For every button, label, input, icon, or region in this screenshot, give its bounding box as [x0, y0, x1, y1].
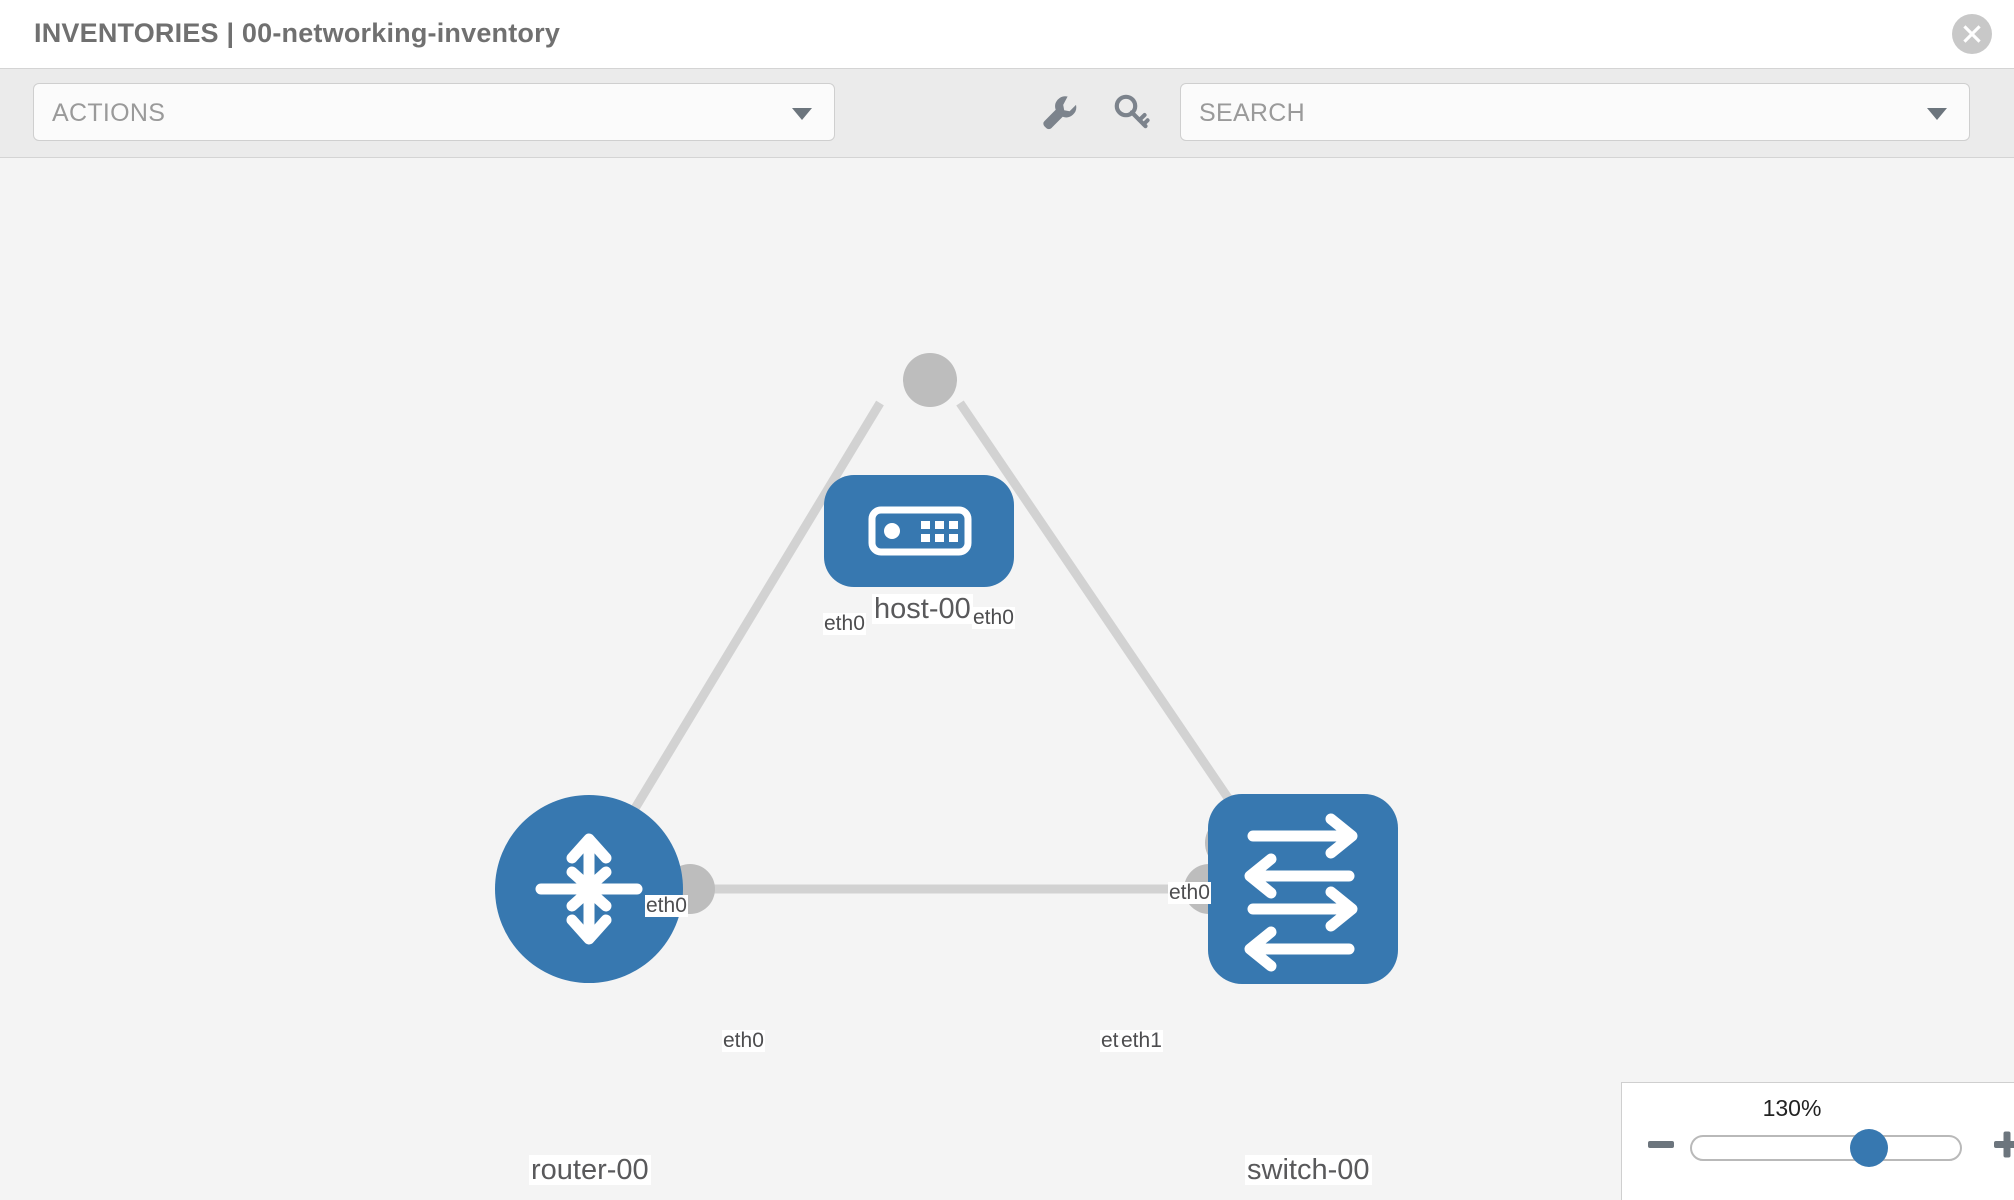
link-host-switch[interactable]: [956, 400, 1266, 851]
iface-label-switch-up: eth0: [1168, 881, 1211, 905]
iface-label-host-right: eth0: [972, 606, 1015, 630]
minus-icon[interactable]: [1644, 1127, 1678, 1161]
router-arrows-icon: [535, 833, 643, 945]
node-switch-00[interactable]: [1208, 794, 1398, 984]
actions-dropdown-label: ACTIONS: [52, 99, 166, 127]
plus-icon[interactable]: [1990, 1127, 2014, 1161]
actions-dropdown[interactable]: ACTIONS: [33, 83, 835, 141]
search-input[interactable]: [1199, 99, 1859, 128]
zoom-slider-thumb[interactable]: [1850, 1129, 1888, 1167]
topology-links: [601, 400, 1266, 894]
link-host-router[interactable]: [601, 400, 884, 861]
zoom-slider[interactable]: [1690, 1135, 1962, 1161]
search-field[interactable]: [1180, 83, 1970, 141]
wrench-icon[interactable]: [1038, 91, 1080, 133]
page-title: INVENTORIES | 00-networking-inventory: [34, 18, 561, 48]
node-switch-00-shape[interactable]: [1208, 794, 1398, 984]
node-host-00-shape[interactable]: [824, 475, 1014, 587]
chevron-down-icon[interactable]: [1927, 108, 1947, 120]
node-router-00[interactable]: [495, 795, 683, 983]
topology-canvas[interactable]: host-00 router-00 switch-00 eth0 eth0 et…: [0, 158, 2014, 1200]
iface-label-host-left: eth0: [823, 612, 866, 636]
key-icon[interactable]: [1110, 91, 1152, 133]
iface-label-switch-left: eth1: [1120, 1029, 1163, 1053]
iface-label-router-up: eth0: [645, 894, 688, 918]
server-icon: [868, 506, 972, 556]
topology-connectors: [665, 353, 1259, 914]
node-label-switch-00: switch-00: [1245, 1154, 1372, 1186]
node-label-host-00: host-00: [872, 593, 973, 625]
topology-graph: [495, 353, 1398, 984]
toolbar: ACTIONS: [0, 68, 2014, 158]
close-icon[interactable]: [1952, 14, 1992, 54]
zoom-level-value: 130%: [1762, 1095, 1822, 1121]
chevron-down-icon: [792, 108, 812, 120]
zoom-control-panel: 130%: [1621, 1082, 2014, 1200]
switch-arrows-icon: [1244, 813, 1358, 972]
title-bar: INVENTORIES | 00-networking-inventory: [0, 0, 2014, 68]
node-host-00[interactable]: [824, 475, 1014, 587]
iface-label-router-right: eth0: [722, 1029, 765, 1053]
connector-host: [903, 353, 957, 407]
node-label-router-00: router-00: [529, 1154, 651, 1186]
